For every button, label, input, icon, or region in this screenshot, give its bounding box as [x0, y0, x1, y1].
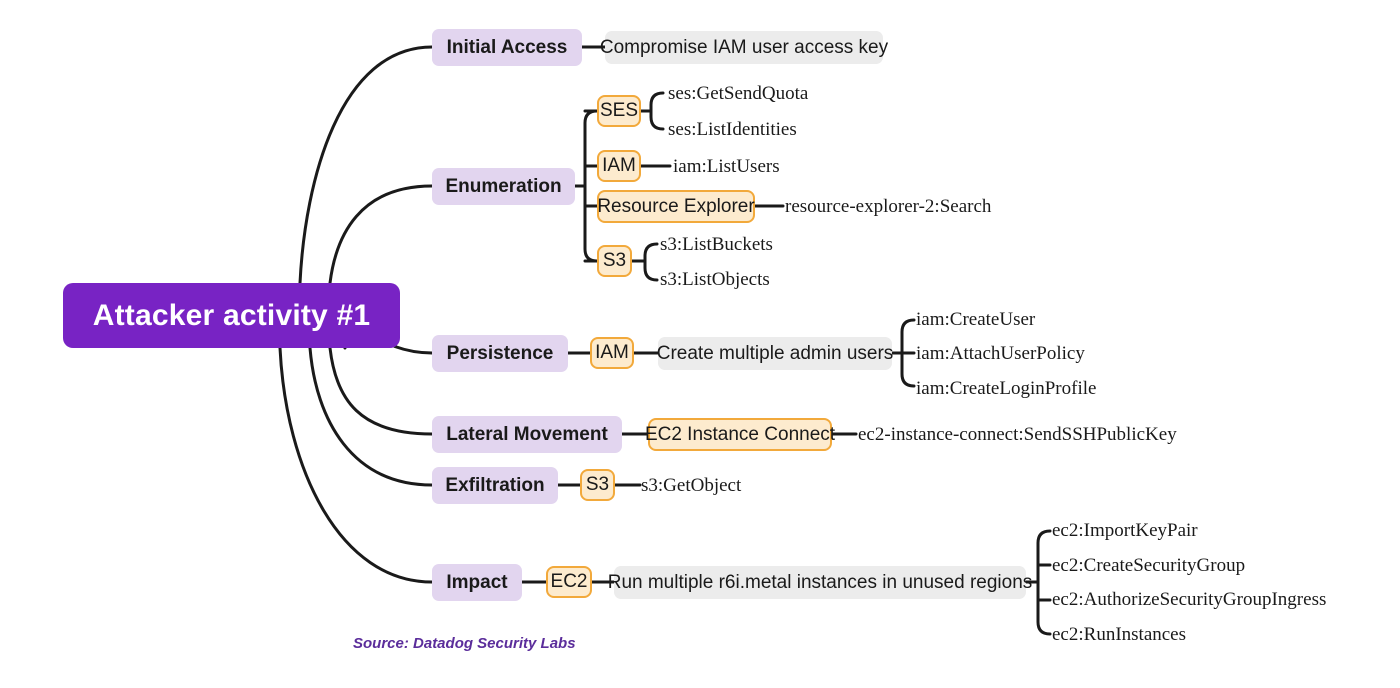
api-node-iam-attachuserpolicy[interactable]: iam:AttachUserPolicy: [916, 343, 1085, 364]
api-node-ec2-runinstances[interactable]: ec2:RunInstances: [1052, 624, 1187, 645]
service-node-ec2-instance-connect[interactable]: EC2 Instance Connect: [645, 418, 835, 451]
root-node[interactable]: Attacker activity #1: [63, 283, 400, 348]
edge-enumeration-bracket: [583, 109, 599, 263]
service-node-ec2-impact[interactable]: EC2: [546, 566, 592, 598]
category-node-exfiltration[interactable]: Exfiltration: [432, 467, 558, 504]
service-node-s3-enumeration[interactable]: S3: [597, 245, 632, 277]
service-node-iam-persistence[interactable]: IAM: [590, 337, 634, 369]
service-node-iam-enumeration[interactable]: IAM: [597, 150, 641, 182]
edge-root-initial-access: [298, 45, 434, 285]
description-node-run-instances[interactable]: Run multiple r6i.metal instances in unus…: [608, 566, 1032, 599]
edge-root-exfiltration: [308, 346, 434, 487]
api-node-s3-listobjects[interactable]: s3:ListObjects: [660, 269, 770, 290]
edge-s3-enum-bracket: [643, 242, 659, 282]
category-node-initial-access[interactable]: Initial Access: [432, 29, 582, 66]
edge-root-impact: [278, 346, 434, 584]
description-node-create-admin-users[interactable]: Create multiple admin users: [657, 337, 893, 370]
api-node-ses-listidentities[interactable]: ses:ListIdentities: [668, 119, 797, 140]
service-node-ses[interactable]: SES: [597, 95, 641, 127]
api-node-ses-getsendquota[interactable]: ses:GetSendQuota: [668, 83, 809, 104]
service-node-s3-exfiltration[interactable]: S3: [580, 469, 615, 501]
api-node-ec2-createsecuritygroup[interactable]: ec2:CreateSecurityGroup: [1052, 555, 1246, 576]
description-node-compromise-key[interactable]: Compromise IAM user access key: [600, 31, 888, 64]
api-node-ec2-importkeypair[interactable]: ec2:ImportKeyPair: [1052, 520, 1198, 541]
api-node-ec2-authorizesecuritygroupingress[interactable]: ec2:AuthorizeSecurityGroupIngress: [1052, 589, 1327, 610]
source-attribution: Source: Datadog Security Labs: [353, 635, 576, 652]
service-node-resource-explorer[interactable]: Resource Explorer: [597, 190, 755, 223]
edge-root-enumeration: [328, 184, 434, 285]
api-node-s3-getobject[interactable]: s3:GetObject: [641, 475, 742, 496]
edge-impact-bracket: [1036, 529, 1052, 636]
api-node-iam-createuser[interactable]: iam:CreateUser: [916, 309, 1036, 330]
api-node-iam-listusers[interactable]: iam:ListUsers: [673, 156, 780, 177]
category-node-enumeration[interactable]: Enumeration: [432, 168, 575, 205]
api-node-resource-explorer-search[interactable]: resource-explorer-2:Search: [785, 196, 992, 217]
edge-root-lateral-movement: [328, 346, 434, 436]
category-node-lateral-movement[interactable]: Lateral Movement: [432, 416, 622, 453]
api-node-iam-createloginprofile[interactable]: iam:CreateLoginProfile: [916, 378, 1097, 399]
api-node-s3-listbuckets[interactable]: s3:ListBuckets: [660, 234, 773, 255]
edge-ses-bracket: [649, 91, 665, 131]
category-node-impact[interactable]: Impact: [432, 564, 522, 601]
category-node-persistence[interactable]: Persistence: [432, 335, 568, 372]
api-node-ec2-instance-connect-sendsshpublickey[interactable]: ec2-instance-connect:SendSSHPublicKey: [858, 424, 1177, 445]
edge-persist-bracket: [900, 318, 916, 388]
